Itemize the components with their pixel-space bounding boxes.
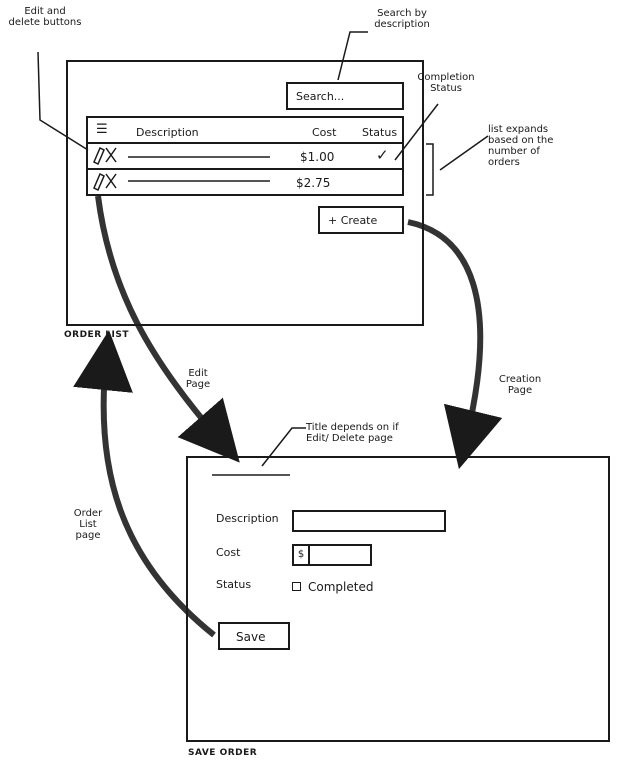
create-button-label: + Create [328, 214, 378, 227]
creation-page-arrow [407, 219, 503, 470]
order-list-frame [66, 60, 424, 326]
annotation-order-list-page: Order List page [73, 508, 103, 541]
status-checkmark: ✓ [376, 146, 389, 164]
completed-checkbox[interactable] [292, 582, 301, 591]
search-input[interactable]: Search... [286, 82, 404, 110]
order-list-page-arrow [73, 330, 216, 638]
row-cost: $2.75 [296, 176, 331, 190]
annotation-completion-status: Completion Status [417, 72, 475, 94]
description-placeholder-line [128, 156, 270, 158]
save-order-caption: SAVE ORDER [188, 748, 258, 758]
annotation-edit-delete: Edit and delete buttons [8, 6, 82, 28]
status-label: Status [216, 578, 252, 591]
menu-icon[interactable]: ☰ [96, 122, 108, 137]
list-pointer [439, 135, 489, 171]
table-row-divider [86, 168, 404, 170]
cost-label: Cost [216, 546, 241, 559]
table-header-divider [86, 142, 404, 144]
cost-input[interactable]: $ [292, 544, 372, 566]
table-row [92, 146, 120, 164]
currency-prefix: $ [294, 546, 310, 564]
annotation-list-expands: list expands based on the number of orde… [488, 124, 554, 168]
annotation-title-depends: Title depends on if Edit/ Delete page [306, 422, 399, 444]
completed-label: Completed [308, 580, 374, 594]
orders-table [86, 116, 404, 196]
save-button[interactable]: Save [218, 622, 290, 650]
page-title-placeholder [212, 474, 290, 476]
order-list-caption: ORDER LIST [64, 330, 129, 340]
edit-delete-pointer [37, 51, 89, 151]
annotation-edit-page: Edit Page [185, 368, 211, 390]
edit-page-arrow [95, 195, 240, 463]
description-label: Description [216, 512, 279, 525]
column-header-status: Status [362, 126, 398, 139]
save-order-frame [186, 456, 610, 742]
row-cost: $1.00 [300, 150, 335, 164]
column-header-description: Description [136, 126, 199, 139]
annotation-search: Search by description [374, 8, 430, 30]
create-button[interactable]: + Create [318, 206, 404, 234]
list-bracket [426, 143, 434, 196]
search-pointer [337, 31, 368, 81]
description-input[interactable] [292, 510, 446, 532]
description-placeholder-line [128, 180, 270, 182]
search-placeholder: Search... [296, 90, 345, 103]
column-header-cost: Cost [312, 126, 337, 139]
title-pointer [261, 427, 306, 467]
annotation-creation-page: Creation Page [498, 374, 542, 396]
save-button-label: Save [236, 630, 266, 644]
